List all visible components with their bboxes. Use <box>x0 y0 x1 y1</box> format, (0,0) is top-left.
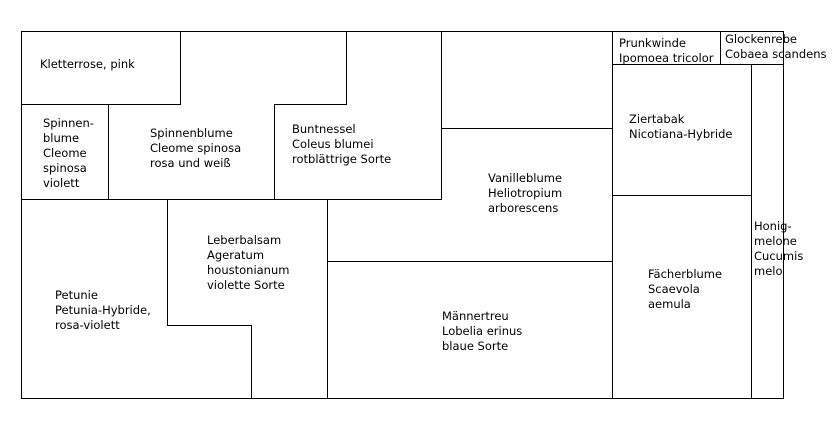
bed-maennertreu: Männertreu Lobelia erinus blaue Sorte <box>442 309 523 353</box>
buntnessel-left-border <box>274 31 347 200</box>
bed-ziertabak: Ziertabak Nicotiana-Hybride <box>629 112 733 141</box>
bed-petunie: Petunie Petunia-Hybride, rosa-violett <box>55 288 151 332</box>
bed-vanilleblume: Vanilleblume Heliotropium arborescens <box>488 171 563 215</box>
bed-spinnenblume-violett: Spinnen- blume Cleome spinosa violett <box>43 116 94 190</box>
bed-outline <box>21 31 784 399</box>
bed-prunkwinde: Prunkwinde Ipomoea tricolor <box>619 36 714 65</box>
bed-honigmelone: Honig- melone Cucumis melo <box>754 219 804 278</box>
bed-kletterrose: Kletterrose, pink <box>40 57 135 71</box>
bed-buntnessel: Buntnessel Coleus blumei rotblättrige So… <box>292 122 392 166</box>
bed-glockenrebe: Glockenrebe Cobaea scandens <box>725 32 827 61</box>
buntnessel-right-border <box>274 31 442 200</box>
bed-spinnenblume-rosa: Spinnenblume Cleome spinosa rosa und wei… <box>150 126 242 170</box>
bed-faecherblume: Fächerblume Scaevola aemula <box>648 267 723 311</box>
kletterrose-border <box>21 31 181 105</box>
bed-leberbalsam: Leberbalsam Ageratum houstonianum violet… <box>207 233 290 292</box>
leberbalsam-left-border <box>167 199 252 399</box>
